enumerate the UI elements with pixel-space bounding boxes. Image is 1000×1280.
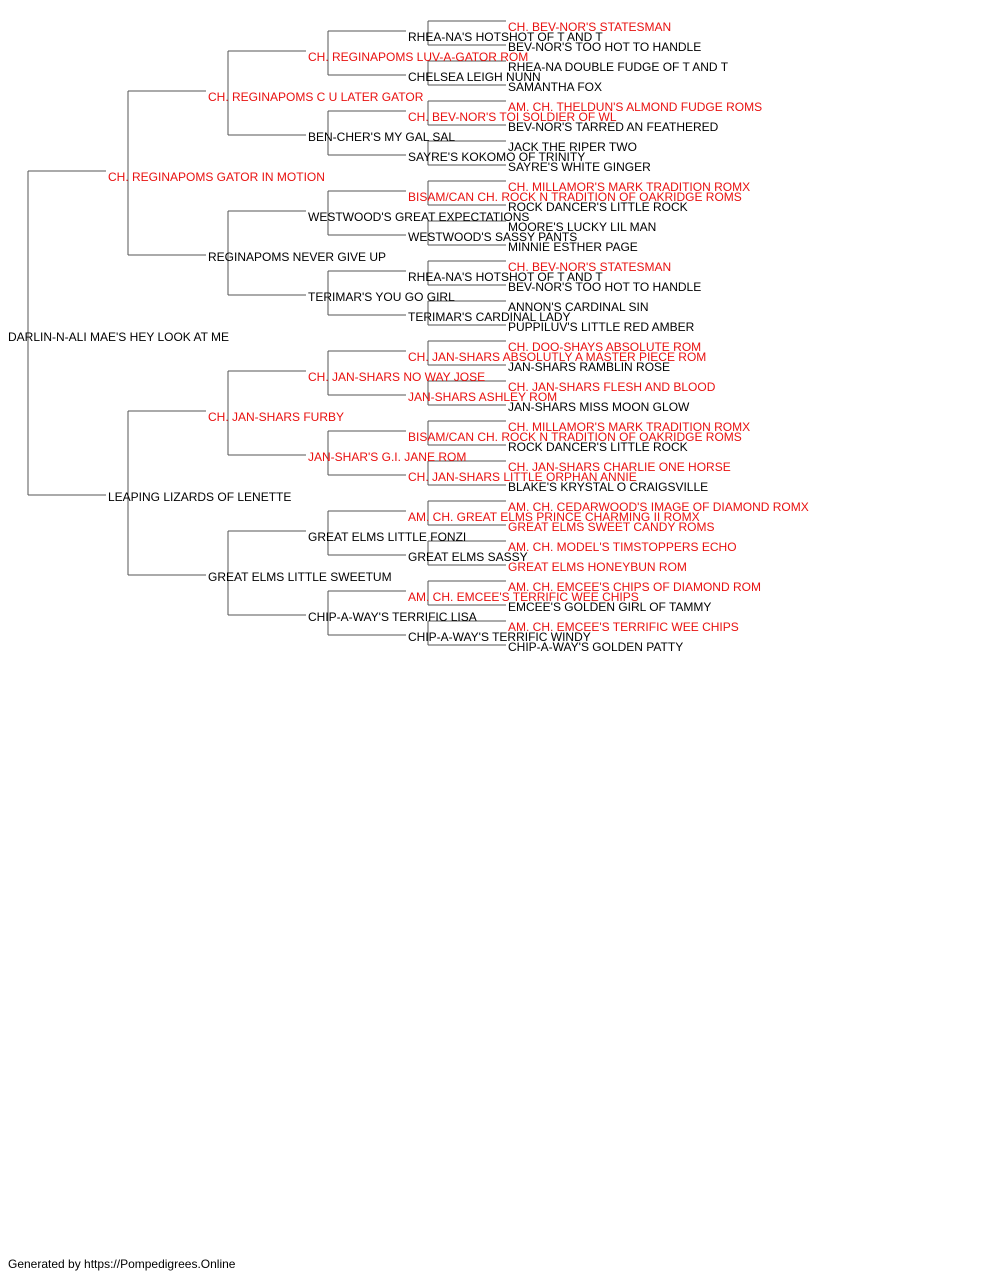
ggg-grandparent-name: CH. MILLAMOR'S MARK TRADITION ROMX [508,180,751,194]
gg-grandparent-name: CH. JAN-SHARS LITTLE ORPHAN ANNIE [408,470,637,484]
grandparent-name: GREAT ELMS LITTLE SWEETUM [208,570,392,584]
gg-grandparent-name: CHELSEA LEIGH NUNN [408,70,541,84]
grandparent-name: CH. JAN-SHARS FURBY [208,410,345,424]
great-grandparent-name: CH. REGINAPOMS LUV-A-GATOR ROM [308,50,529,64]
ggg-grandparent-name: AM. CH. CEDARWOOD'S IMAGE OF DIAMOND ROM… [508,500,809,514]
ggg-grandparent-name: BEV-NOR'S TOO HOT TO HANDLE [508,280,702,294]
grandparent-name: CH. REGINAPOMS C U LATER GATOR [208,90,424,104]
ggg-grandparent-name: BLAKE'S KRYSTAL O CRAIGSVILLE [508,480,709,494]
ggg-grandparent-name: CH. MILLAMOR'S MARK TRADITION ROMX [508,420,751,434]
great-grandparent-name: WESTWOOD'S GREAT EXPECTATIONS [308,210,530,224]
subject-name: DARLIN-N-ALI MAE'S HEY LOOK AT ME [8,330,230,344]
ggg-grandparent-name: CH. BEV-NOR'S STATESMAN [508,20,672,34]
ggg-grandparent-name: RHEA-NA DOUBLE FUDGE OF T AND T [508,60,729,74]
ggg-grandparent-name: ROCK DANCER'S LITTLE ROCK [508,200,688,214]
gg-grandparent-name: CHIP-A-WAY'S TERRIFIC WINDY [408,630,591,644]
ggg-grandparent-name: GREAT ELMS HONEYBUN ROM [508,560,687,574]
gg-grandparent-name: RHEA-NA'S HOTSHOT OF T AND T [408,270,603,284]
ggg-grandparent-name: AM. CH. EMCEE'S CHIPS OF DIAMOND ROM [508,580,761,594]
ggg-grandparent-name: CH. JAN-SHARS CHARLIE ONE HORSE [508,460,731,474]
grandparent-name: REGINAPOMS NEVER GIVE UP [208,250,387,264]
ggg-grandparent-name: BEV-NOR'S TOO HOT TO HANDLE [508,40,702,54]
ggg-grandparent-name: MINNIE ESTHER PAGE [508,240,638,254]
ggg-grandparent-name: GREAT ELMS SWEET CANDY ROMS [508,520,715,534]
parent-name: CH. REGINAPOMS GATOR IN MOTION [108,170,325,184]
gg-grandparent-name: RHEA-NA'S HOTSHOT OF T AND T [408,30,603,44]
ggg-grandparent-name: AM. CH. EMCEE'S TERRIFIC WEE CHIPS [508,620,739,634]
gg-grandparent-name: GREAT ELMS SASSY [408,550,528,564]
great-grandparent-name: GREAT ELMS LITTLE FONZI [308,530,467,544]
great-grandparent-name: JAN-SHAR'S G.I. JANE ROM [308,450,467,464]
ggg-grandparent-name: CH. BEV-NOR'S STATESMAN [508,260,672,274]
ggg-grandparent-name: AM. CH. THELDUN'S ALMOND FUDGE ROMS [508,100,763,114]
gg-grandparent-name: CH. JAN-SHARS ABSOLUTLY A MASTER PIECE R… [408,350,707,364]
ggg-grandparent-name: CH. JAN-SHARS FLESH AND BLOOD [508,380,716,394]
great-grandparent-name: BEN-CHER'S MY GAL SAL [308,130,455,144]
gg-grandparent-name: BISAM/CAN CH. ROCK N TRADITION OF OAKRID… [408,430,742,444]
gg-grandparent-name: WESTWOOD'S SASSY PANTS [408,230,578,244]
footer-credit: Generated by https://Pompedigrees.Online [8,1257,236,1271]
gg-grandparent-name: AM. CH. GREAT ELMS PRINCE CHARMING II RO… [408,510,700,524]
great-grandparent-name: CH. JAN-SHARS NO WAY JOSE [308,370,486,384]
ggg-grandparent-name: PUPPILUV'S LITTLE RED AMBER [508,320,695,334]
parent-name: LEAPING LIZARDS OF LENETTE [108,490,292,504]
gg-grandparent-name: JAN-SHARS ASHLEY ROM [408,390,558,404]
ggg-grandparent-name: ANNON'S CARDINAL SIN [508,300,649,314]
ggg-grandparent-name: AM. CH. MODEL'S TIMSTOPPERS ECHO [508,540,737,554]
gg-grandparent-name: BISAM/CAN CH. ROCK N TRADITION OF OAKRID… [408,190,742,204]
ggg-grandparent-name: JAN-SHARS RAMBLIN ROSE [508,360,671,374]
ggg-grandparent-name: JAN-SHARS MISS MOON GLOW [508,400,690,414]
gg-grandparent-name: SAYRE'S KOKOMO OF TRINITY [408,150,586,164]
ggg-grandparent-name: ROCK DANCER'S LITTLE ROCK [508,440,688,454]
ggg-grandparent-name: EMCEE'S GOLDEN GIRL OF TAMMY [508,600,712,614]
gg-grandparent-name: TERIMAR'S CARDINAL LADY [408,310,571,324]
ggg-grandparent-name: BEV-NOR'S TARRED AN FEATHERED [508,120,719,134]
great-grandparent-name: CHIP-A-WAY'S TERRIFIC LISA [308,610,477,624]
ggg-grandparent-name: JACK THE RIPER TWO [508,140,637,154]
ggg-grandparent-name: MOORE'S LUCKY LIL MAN [508,220,657,234]
gg-grandparent-name: CH. BEV-NOR'S TOI SOLDIER OF WL [408,110,617,124]
ggg-grandparent-name: CHIP-A-WAY'S GOLDEN PATTY [508,640,684,654]
gg-grandparent-name: AM. CH. EMCEE'S TERRIFIC WEE CHIPS [408,590,639,604]
great-grandparent-name: TERIMAR'S YOU GO GIRL [308,290,455,304]
ggg-grandparent-name: CH. DOO-SHAYS ABSOLUTE ROM [508,340,702,354]
ggg-grandparent-name: SAYRE'S WHITE GINGER [508,160,651,174]
ggg-grandparent-name: SAMANTHA FOX [508,80,603,94]
